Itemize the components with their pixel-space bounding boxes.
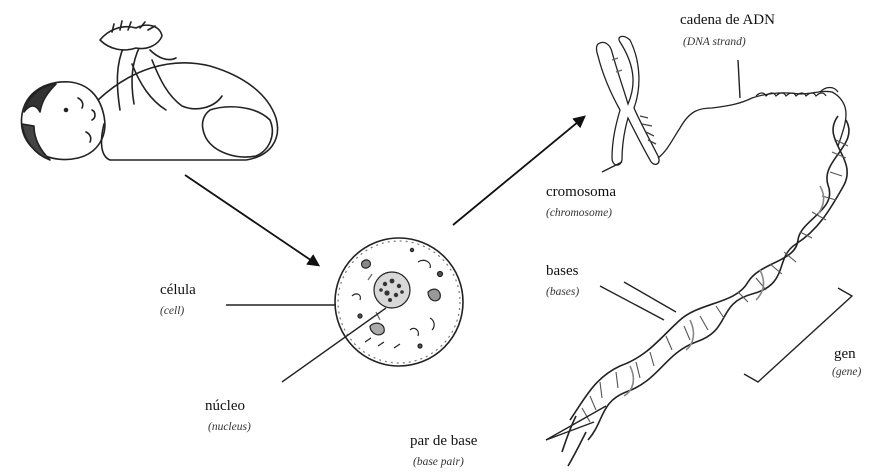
- arrow-baby-to-cell: [185, 175, 318, 265]
- base-pair-label: par de base: [410, 433, 477, 450]
- cell-label: célula: [160, 282, 196, 299]
- base-pair-english: (base pair): [413, 456, 464, 469]
- cell-illustration: [335, 238, 463, 366]
- leader-bases-b: [624, 282, 676, 312]
- leader-base-pair-b: [546, 422, 594, 440]
- baby-illustration: [21, 21, 277, 160]
- leader-lines: [226, 60, 740, 440]
- dna-strand-english: (DNA strand): [683, 36, 746, 49]
- bases-english: (bases): [546, 286, 579, 299]
- chromosome-illustration: [597, 36, 660, 165]
- double-helix-illustration: [562, 116, 849, 466]
- gene-label: gen: [834, 346, 856, 363]
- bases-label: bases: [546, 263, 579, 280]
- gene-english: (gene): [832, 366, 861, 379]
- chromosome-english: (chromosome): [546, 207, 612, 220]
- nucleus-english: (nucleus): [208, 421, 251, 434]
- leader-chromosome: [602, 162, 622, 172]
- cell-english: (cell): [160, 305, 184, 318]
- leader-dna-strand: [738, 60, 740, 98]
- dna-strand-label: cadena de ADN: [680, 12, 775, 29]
- leader-bases-a: [600, 286, 664, 320]
- dna-strand-illustration: [658, 88, 846, 159]
- chromosome-label: cromosoma: [546, 184, 616, 201]
- nucleus-label: núcleo: [205, 398, 245, 415]
